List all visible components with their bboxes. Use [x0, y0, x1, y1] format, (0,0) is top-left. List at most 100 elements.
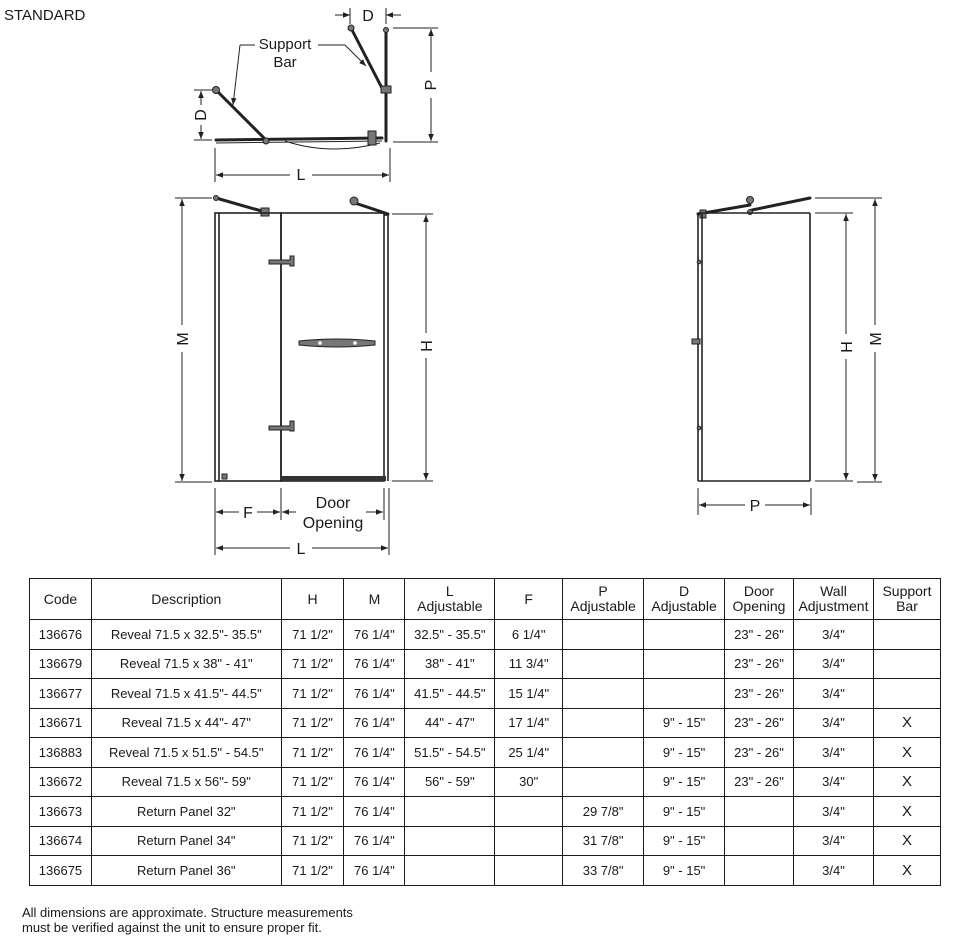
table-cell: 3/4": [792, 619, 874, 650]
table-cell: [872, 619, 942, 650]
table-cell: Reveal 71.5 x 38" - 41": [90, 648, 282, 679]
table-cell: [404, 855, 496, 886]
table-cell: 136676: [29, 619, 92, 650]
table-cell: 9" - 15": [643, 766, 726, 797]
dim-l-bottom: L: [297, 541, 306, 558]
dim-p-top: P: [423, 80, 440, 91]
table-cell: [562, 619, 645, 650]
table-cell: [562, 766, 645, 797]
table-cell: 11 3/4": [494, 648, 564, 679]
table-cell: [404, 796, 496, 827]
table-cell: 71 1/2": [280, 766, 345, 797]
table-cell: Reveal 71.5 x 32.5"- 35.5": [90, 619, 282, 650]
table-cell: 41.5" - 44.5": [404, 678, 496, 709]
table-cell: 9" - 15": [643, 825, 726, 856]
table-cell: 23" - 26": [724, 648, 794, 679]
dim-l-top: L: [297, 167, 306, 184]
table-cell: 76 1/4": [343, 855, 406, 886]
shower-diagram: STANDARD Support Bar D: [4, 7, 885, 558]
table-cell: [643, 648, 726, 679]
table-cell: 136672: [29, 766, 92, 797]
footer-line-1: All dimensions are approximate. Structur…: [22, 905, 353, 920]
support-bar-label-line2: Bar: [273, 54, 296, 71]
footer-line-2: must be verified against the unit to ens…: [22, 920, 322, 935]
dim-f: F: [243, 505, 253, 522]
top-view: Support Bar D P D L: [193, 8, 440, 184]
dim-d-left: D: [193, 109, 210, 121]
door-opening-label-line1: Door: [316, 495, 351, 512]
table-cell: 23" - 26": [724, 766, 794, 797]
table-cell: 44" - 47": [404, 707, 496, 738]
table-cell: Reveal 71.5 x 51.5" - 54.5": [90, 737, 282, 768]
table-cell: 71 1/2": [280, 796, 345, 827]
table-cell: [562, 678, 645, 709]
table-cell: Return Panel 36": [90, 855, 282, 886]
table-cell: 3/4": [792, 855, 874, 886]
table-cell: X: [872, 855, 942, 886]
table-cell: 71 1/2": [280, 825, 345, 856]
table-cell: [724, 855, 794, 886]
table-cell: 9" - 15": [643, 855, 726, 886]
table-cell: 33 7/8": [562, 855, 645, 886]
table-cell: 136883: [29, 737, 92, 768]
table-cell: 23" - 26": [724, 707, 794, 738]
table-cell: 6 1/4": [494, 619, 564, 650]
table-cell: [562, 737, 645, 768]
col-header-code: Code: [29, 578, 92, 620]
col-header-f: F: [494, 578, 564, 620]
front-view: M H F Door Opening L: [175, 195, 436, 558]
table-cell: X: [872, 796, 942, 827]
table-cell: 3/4": [792, 796, 874, 827]
table-cell: [494, 796, 564, 827]
table-cell: 71 1/2": [280, 619, 345, 650]
table-cell: 71 1/2": [280, 855, 345, 886]
table-cell: 136677: [29, 678, 92, 709]
table-cell: 136679: [29, 648, 92, 679]
diagram-title: STANDARD: [4, 7, 86, 24]
table-cell: [872, 678, 942, 709]
support-bar-label-line1: Support: [259, 36, 312, 53]
table-cell: 17 1/4": [494, 707, 564, 738]
col-header-h: H: [280, 578, 345, 620]
table-cell: [643, 678, 726, 709]
dim-d-top: D: [362, 8, 374, 25]
table-cell: X: [872, 825, 942, 856]
table-cell: X: [872, 766, 942, 797]
table-cell: [562, 707, 645, 738]
table-cell: 3/4": [792, 707, 874, 738]
table-cell: 15 1/4": [494, 678, 564, 709]
dim-h-front: H: [419, 340, 436, 352]
table-cell: 31 7/8": [562, 825, 645, 856]
table-cell: X: [872, 737, 942, 768]
dim-m-front: M: [175, 332, 192, 345]
table-cell: 23" - 26": [724, 619, 794, 650]
col-header-m: M: [343, 578, 406, 620]
table-cell: [494, 825, 564, 856]
table-cell: 136673: [29, 796, 92, 827]
table-cell: 71 1/2": [280, 737, 345, 768]
table-cell: 76 1/4": [343, 796, 406, 827]
table-cell: 136675: [29, 855, 92, 886]
table-cell: 71 1/2": [280, 648, 345, 679]
table-cell: 136674: [29, 825, 92, 856]
table-cell: 30": [494, 766, 564, 797]
table-cell: 76 1/4": [343, 766, 406, 797]
table-cell: 76 1/4": [343, 737, 406, 768]
table-cell: Return Panel 34": [90, 825, 282, 856]
table-cell: [724, 825, 794, 856]
table-cell: [562, 648, 645, 679]
table-cell: [643, 619, 726, 650]
table-cell: 23" - 26": [724, 737, 794, 768]
table-cell: 136671: [29, 707, 92, 738]
